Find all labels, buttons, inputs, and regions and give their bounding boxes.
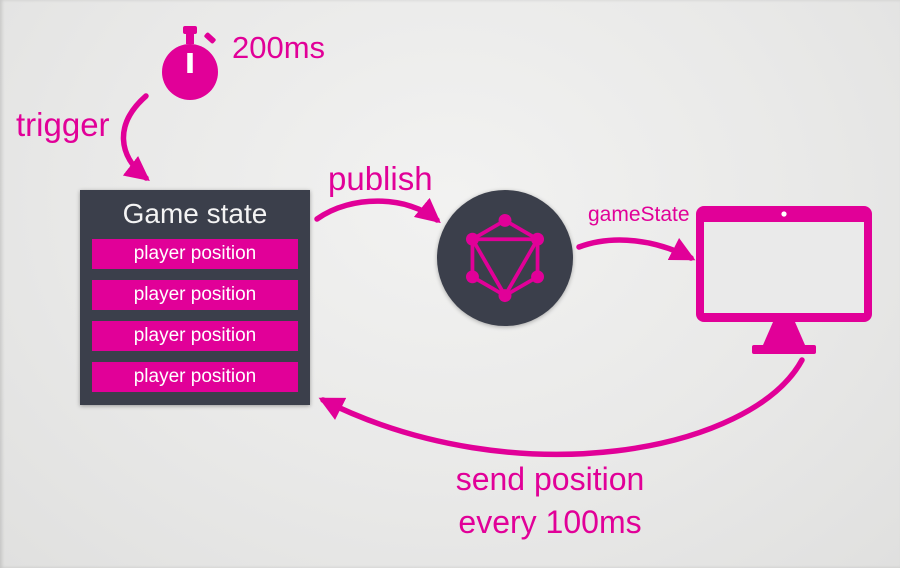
graphql-logo-icon	[465, 213, 545, 303]
timer-interval-label: 200ms	[232, 30, 326, 65]
monitor-icon	[696, 206, 876, 356]
player-position-row: player position	[92, 239, 298, 269]
player-position-row: player position	[92, 280, 298, 310]
send-position-label: send position every 100ms	[398, 458, 702, 544]
publish-label: publish	[328, 160, 433, 197]
graphql-broker-node	[437, 190, 573, 326]
trigger-arrow	[120, 93, 150, 182]
gamestate-topic-label: gameState	[588, 203, 690, 226]
send-position-line2: every 100ms	[458, 504, 642, 540]
player-position-row: player position	[92, 362, 298, 392]
game-state-box: Game state player position player positi…	[80, 190, 310, 405]
publish-arrow	[314, 197, 441, 224]
game-state-title: Game state	[122, 198, 268, 229]
stopwatch-icon	[155, 26, 225, 110]
send-position-arrow	[318, 357, 805, 457]
player-position-row: player position	[92, 321, 298, 351]
send-position-line1: send position	[455, 461, 645, 497]
gamestate-arrow	[576, 237, 696, 261]
trigger-label: trigger	[16, 106, 110, 143]
